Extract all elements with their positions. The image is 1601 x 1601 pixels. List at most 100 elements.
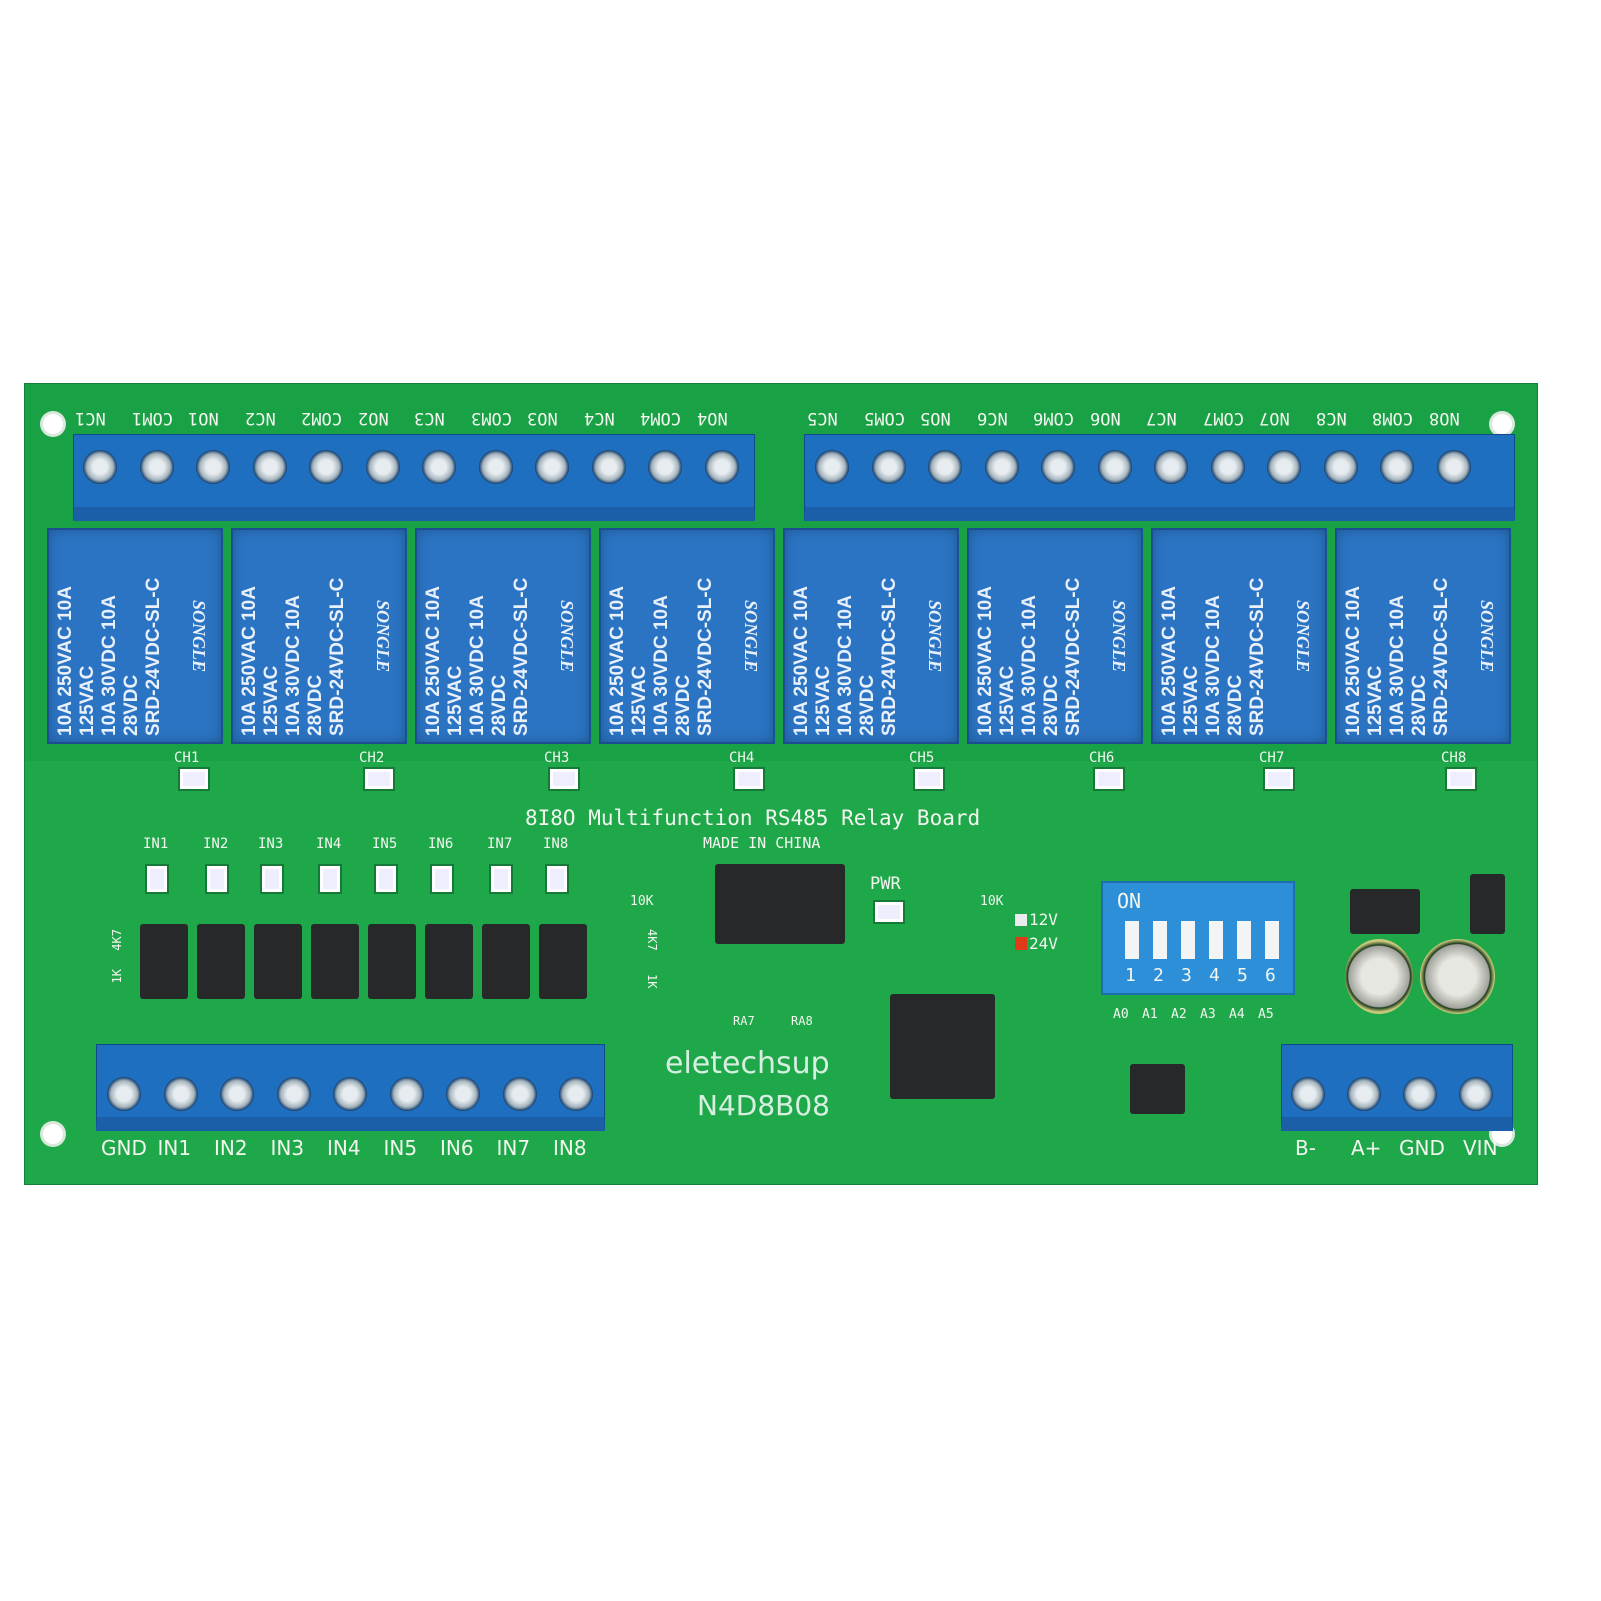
relay-rating-line: 10A 30VDC 10A 28VDC <box>651 595 694 736</box>
relay-terminal-label: NO5 <box>920 408 951 428</box>
relay-rating-line: SRD-24VDC-SL-C <box>695 577 716 736</box>
channel-led <box>1095 769 1123 789</box>
dip-key[interactable] <box>1209 921 1223 959</box>
relay-rating-line: 10A 30VDC 10A 28VDC <box>1019 595 1062 736</box>
terminal-screw[interactable] <box>1267 450 1301 484</box>
resistor-label: 4K7 <box>645 929 659 951</box>
relay-terminal-label: NC2 <box>244 408 276 428</box>
terminal-screw[interactable] <box>1459 1077 1493 1111</box>
dip-key[interactable] <box>1237 921 1251 959</box>
terminal-screw[interactable] <box>559 1077 593 1111</box>
power-terminal-label: VIN <box>1463 1136 1498 1160</box>
channel-led-label: CH6 <box>1089 750 1115 766</box>
terminal-screw[interactable] <box>1041 450 1075 484</box>
terminal-screw[interactable] <box>984 450 1019 484</box>
terminal-screw[interactable] <box>648 450 682 484</box>
terminal-screw[interactable] <box>163 1077 198 1111</box>
relay-terminal-label: NC6 <box>976 408 1008 428</box>
channel-led <box>550 769 578 789</box>
optocoupler <box>197 924 245 999</box>
terminal-screw[interactable] <box>83 450 117 484</box>
dip-key[interactable] <box>1153 921 1167 959</box>
relay-rating-line: SRD-24VDC-SL-C <box>879 577 900 736</box>
terminal-screw[interactable] <box>1154 450 1188 484</box>
terminal-screw[interactable] <box>871 450 906 484</box>
input-led-label: IN2 <box>203 836 229 852</box>
relay-terminal-label: NO4 <box>696 408 728 428</box>
model-label: N4D8B08 <box>697 1089 830 1122</box>
terminal-screw[interactable] <box>309 450 343 484</box>
uln2003-driver-chip <box>715 864 845 944</box>
terminal-screw[interactable] <box>1347 1077 1381 1111</box>
terminal-screw[interactable] <box>478 450 513 484</box>
terminal-screw[interactable] <box>1323 450 1358 484</box>
input-led-label: IN5 <box>372 836 398 852</box>
relay-terminal-label: COM1 <box>131 408 173 428</box>
terminal-screw[interactable] <box>139 450 174 484</box>
terminal-screw[interactable] <box>333 1077 367 1111</box>
dip-key[interactable] <box>1181 921 1195 959</box>
terminal-screw[interactable] <box>591 450 626 484</box>
relay-terminal-label: COM4 <box>640 408 681 428</box>
relay-terminal-label: NO7 <box>1259 408 1290 428</box>
terminal-screw[interactable] <box>502 1077 537 1111</box>
terminal-screw[interactable] <box>1380 450 1414 484</box>
input-led <box>147 866 167 892</box>
terminal-screw[interactable] <box>535 450 569 484</box>
terminal-screw[interactable] <box>446 1077 480 1111</box>
resistor-label: 4K7 <box>110 929 124 951</box>
voltage-regulator <box>1350 889 1420 934</box>
terminal-screw[interactable] <box>422 450 456 484</box>
relay-rating-line: 10A 250VAC 10A 125VAC <box>607 586 650 736</box>
relay-rating-line: SRD-24VDC-SL-C <box>1247 577 1268 736</box>
terminal-screw[interactable] <box>276 1077 311 1111</box>
channel-led <box>735 769 763 789</box>
terminal-screw[interactable] <box>107 1077 141 1111</box>
dip-key[interactable] <box>1265 921 1279 959</box>
terminal-screw[interactable] <box>1097 450 1132 484</box>
relay-terminal-label: NO1 <box>188 408 219 428</box>
input-led <box>547 866 567 892</box>
relay-brand: SONGLE <box>557 600 577 673</box>
resistor-label: 1K <box>645 974 659 989</box>
terminal-screw[interactable] <box>220 1077 254 1111</box>
terminal-screw[interactable] <box>704 450 739 484</box>
relay-rating-line: 10A 250VAC 10A 125VAC <box>975 586 1018 736</box>
relay-terminal-label: COM3 <box>470 408 512 428</box>
dip-address-label: A1 <box>1142 1007 1158 1022</box>
relay-brand: SONGLE <box>1293 600 1313 673</box>
terminal-screw[interactable] <box>928 450 962 484</box>
relay-rating-line: 10A 250VAC 10A 125VAC <box>1343 586 1386 736</box>
channel-led-label: CH8 <box>1441 750 1467 766</box>
relay-rating-line: 10A 250VAC 10A 125VAC <box>55 586 98 736</box>
mounting-hole <box>43 414 63 434</box>
optocoupler <box>311 924 359 999</box>
input-terminal-label: IN4 <box>327 1136 361 1160</box>
terminal-screw[interactable] <box>1436 450 1471 484</box>
relay-terminal-label: NO6 <box>1089 408 1121 428</box>
relay-rating-line: 10A 30VDC 10A 28VDC <box>467 595 510 736</box>
relay-rating-line: SRD-24VDC-SL-C <box>143 577 164 736</box>
channel-led-label: CH5 <box>909 750 935 766</box>
dip-key[interactable] <box>1125 921 1139 959</box>
relay-terminal-label: COM6 <box>1033 408 1074 428</box>
terminal-screw[interactable] <box>365 450 400 484</box>
dip-address-label: A3 <box>1200 1007 1216 1022</box>
input-terminal-label: IN1 <box>157 1136 192 1160</box>
terminal-screw[interactable] <box>1403 1077 1437 1111</box>
terminal-screw[interactable] <box>196 450 230 484</box>
resistor-label: 10K <box>630 894 654 909</box>
terminal-screw[interactable] <box>1291 1077 1325 1111</box>
terminal-screw[interactable] <box>252 450 287 484</box>
terminal-screw[interactable] <box>815 450 849 484</box>
relay-terminal-label: NC5 <box>807 408 838 428</box>
terminal-screw[interactable] <box>1210 450 1245 484</box>
terminal-screw[interactable] <box>389 1077 424 1111</box>
